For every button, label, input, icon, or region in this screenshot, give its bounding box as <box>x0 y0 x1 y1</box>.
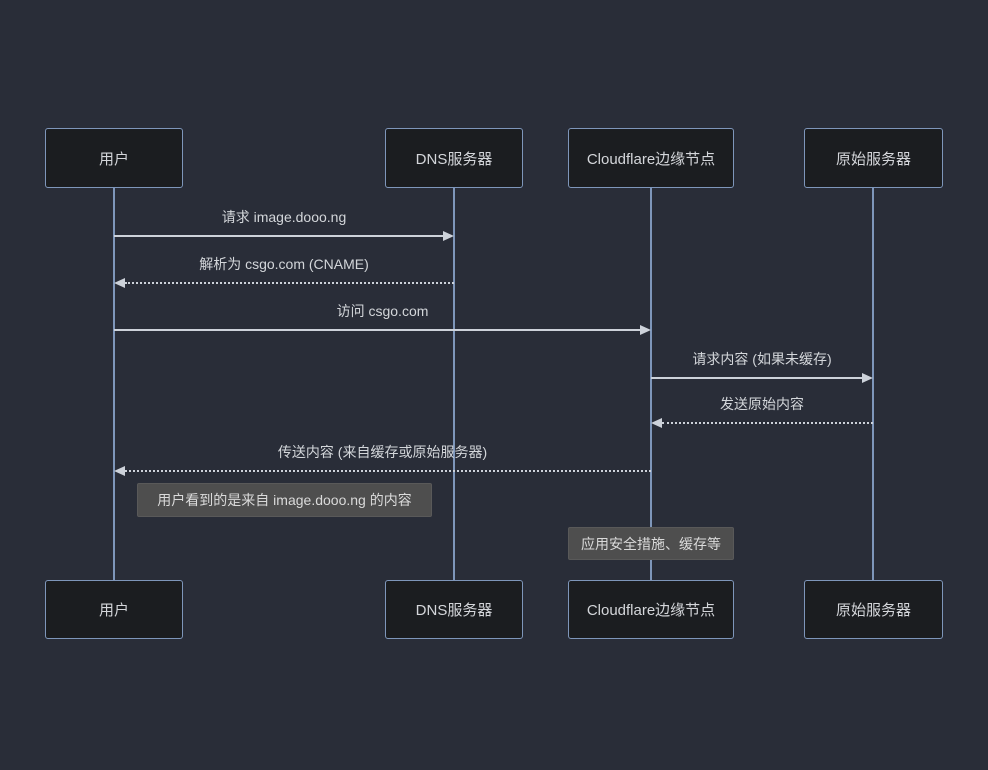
message-3-label: 访问 csgo.com <box>336 303 429 319</box>
arrowhead-right-icon <box>862 373 873 383</box>
actor-top-dns-server: DNS服务器 <box>385 128 523 188</box>
actor-bottom-cloudflare-edge: Cloudflare边缘节点 <box>568 580 734 639</box>
message-4-line <box>651 377 862 379</box>
arrowhead-left-icon <box>114 466 125 476</box>
actor-label: 原始服务器 <box>835 150 911 168</box>
lifeline-origin-server <box>872 188 874 580</box>
actor-label: Cloudflare边缘节点 <box>586 150 716 168</box>
message-5-line <box>662 422 873 424</box>
actor-label: DNS服务器 <box>415 602 493 619</box>
message-3-line <box>114 329 640 331</box>
message-6-line <box>125 470 651 472</box>
message-1-label: 请求 image.dooo.ng <box>221 209 347 225</box>
actor-label: DNS服务器 <box>415 150 493 168</box>
note-cloudflare-security-cache: 应用安全措施、缓存等 <box>568 527 734 560</box>
message-6-label: 传送内容 (来自缓存或原始服务器) <box>277 444 488 460</box>
arrowhead-left-icon <box>651 418 662 428</box>
actor-bottom-dns-server: DNS服务器 <box>385 580 523 639</box>
actor-top-origin-server: 原始服务器 <box>804 128 943 188</box>
message-1-line <box>114 235 443 237</box>
actor-label: Cloudflare边缘节点 <box>586 602 716 619</box>
lifeline-dns-server <box>453 188 455 580</box>
note-text: 用户看到的是来自 image.dooo.ng 的内容 <box>157 492 412 508</box>
arrowhead-right-icon <box>443 231 454 241</box>
actor-label: 原始服务器 <box>835 602 911 619</box>
actor-top-cloudflare-edge: Cloudflare边缘节点 <box>568 128 734 188</box>
lifeline-cloudflare-edge <box>650 188 652 580</box>
arrowhead-left-icon <box>114 278 125 288</box>
actor-bottom-user: 用户 <box>45 580 183 639</box>
message-2-label: 解析为 csgo.com (CNAME) <box>199 256 369 272</box>
lifeline-user <box>113 188 115 580</box>
note-text: 应用安全措施、缓存等 <box>581 535 721 552</box>
message-5-label: 发送原始内容 <box>720 396 804 412</box>
actor-top-user: 用户 <box>45 128 183 188</box>
message-4-label: 请求内容 (如果未缓存) <box>692 351 832 367</box>
arrowhead-right-icon <box>640 325 651 335</box>
actor-bottom-origin-server: 原始服务器 <box>804 580 943 639</box>
actor-label: 用户 <box>98 150 129 168</box>
actor-label: 用户 <box>98 602 129 619</box>
note-user-sees-content: 用户看到的是来自 image.dooo.ng 的内容 <box>137 483 432 517</box>
message-2-line <box>125 282 454 284</box>
